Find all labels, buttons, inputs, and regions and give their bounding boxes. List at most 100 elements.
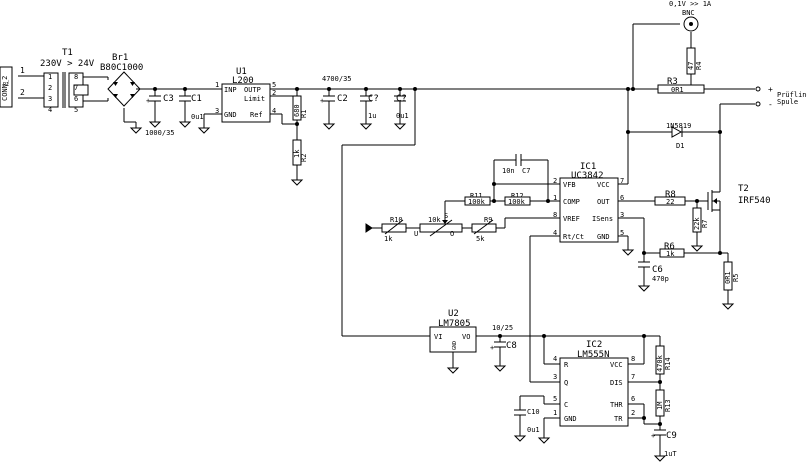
wires: [18, 23, 755, 450]
ic2-gnd: GND: [564, 415, 577, 423]
ic2-p8: 8: [631, 355, 635, 363]
t2-value: IRF540: [738, 196, 771, 206]
ic2-p1: 1: [553, 409, 557, 417]
br1-value: B80C1000: [100, 63, 143, 73]
c3-plus: +: [146, 97, 150, 105]
t1-p1: 1: [48, 73, 52, 81]
ic1-p8: 8: [553, 211, 557, 219]
capacitor-c1: C1 0u1: [179, 94, 204, 121]
r1-ref: R1: [300, 110, 308, 118]
c9-plus: +: [651, 432, 655, 440]
u1-inp: INP: [224, 86, 237, 94]
out-minus: -: [768, 100, 773, 109]
bnc-connector: 0,1V >> 1A BNC: [669, 0, 712, 32]
r8-value: 22: [666, 198, 674, 206]
ic1-p3: 3: [620, 211, 624, 219]
ic1-out: OUT: [597, 198, 610, 206]
resistor-r14: 470k R14: [655, 345, 672, 375]
ic1-value: UC3842: [571, 171, 604, 181]
ic1-ref: IC1: [580, 162, 596, 172]
r6-ref: R6: [664, 242, 675, 252]
resistor-r13: 1M R13: [655, 389, 672, 417]
r6-value: 1k: [666, 250, 675, 258]
connector-conn2: CONN_2 P1 1 2: [0, 66, 25, 108]
ic1-p1: 1: [553, 194, 557, 202]
c2-ref: C2: [337, 94, 348, 104]
pot-s: S: [444, 212, 448, 220]
r10-value: 1k: [384, 235, 393, 243]
output-terminals: + - Prüfling Spule: [755, 85, 807, 109]
r5-ref: R5: [732, 274, 740, 282]
regulator-u2: U2 LM7805 VI VO GND: [429, 309, 477, 353]
t1-p3: 3: [48, 95, 52, 103]
resistor-r9: R9 5k: [471, 216, 497, 243]
t1-p2: 2: [48, 84, 52, 92]
u1-outp: OUTP: [244, 86, 261, 94]
r12-value: 100k: [508, 198, 526, 206]
capacitor-c3: + C3 1000/35: [145, 94, 175, 137]
r4-value: 47: [687, 62, 695, 70]
c10-ref: C10: [527, 408, 540, 416]
ic1-p7: 7: [620, 177, 624, 185]
u2-vo: VO: [462, 333, 470, 341]
r3-ref: R3: [667, 77, 678, 87]
r10-ref: R10: [390, 216, 403, 224]
pot-o: O: [450, 230, 454, 238]
t1-value: 230V > 24V: [40, 59, 95, 69]
r14-value: 470k: [656, 354, 664, 372]
u1-ref: U1: [236, 67, 247, 77]
resistor-r1: R1 680: [292, 95, 308, 121]
t2-ref: T2: [738, 184, 749, 194]
ic2-dis: DIS: [610, 379, 623, 387]
ic2-r: R: [564, 361, 569, 369]
pot-value: 10k: [428, 216, 441, 224]
r11-value: 100k: [468, 198, 486, 206]
ic2-ref: IC2: [586, 340, 602, 350]
junctions: [153, 87, 722, 426]
u1-limit: Limit: [244, 95, 265, 103]
out-plus: +: [768, 85, 773, 94]
r5-value: 0R1: [724, 271, 732, 284]
c10-value: 0u1: [527, 426, 540, 434]
c7a-value: 1u: [368, 112, 376, 120]
r2-ref: R2: [300, 154, 308, 162]
resistor-r4: 47 R4: [686, 47, 703, 75]
ic1-vref: VREF: [563, 215, 580, 223]
r3-value: 0R1: [671, 86, 684, 94]
c7b-ref: C?: [396, 94, 407, 104]
r13-ref: R13: [664, 399, 672, 412]
r7-ref: R7: [701, 220, 709, 228]
regulator-u1: U1 L200 INP OUTP Limit GND Ref 1 5 2 3 4: [215, 67, 276, 123]
r9-ref: R9: [484, 216, 492, 224]
ic1-p4: 4: [553, 229, 557, 237]
c6-value: 470p: [652, 275, 669, 283]
u2-vi: VI: [434, 333, 442, 341]
d1-value: 1N5819: [666, 122, 691, 130]
u1-refpin: Ref: [250, 111, 263, 119]
ic2-tr: TR: [614, 415, 623, 423]
u2-gnd: GND: [452, 341, 458, 350]
out-label2: Spule: [777, 98, 798, 106]
c9-ref: C9: [666, 431, 677, 441]
ic1-gnd: GND: [597, 233, 610, 241]
c8-value: 10/25: [492, 324, 513, 332]
ic2-vcc: VCC: [610, 361, 623, 369]
bridge-rectifier-br1: Br1 B80C1000: [100, 53, 143, 107]
capacitor-c7a: C? 1u: [360, 94, 379, 120]
c9-value: 1uT: [664, 450, 677, 458]
ic1-p6: 6: [620, 194, 624, 202]
conn-pin2: 2: [20, 88, 25, 97]
ic2-p5: 5: [553, 395, 557, 403]
c7a-ref: C?: [368, 94, 379, 104]
ic2-q: Q: [564, 379, 568, 387]
ic2-c: C: [564, 401, 568, 409]
resistor-r6: R6 1k: [659, 242, 685, 258]
r13-value: 1M: [656, 402, 664, 410]
u1-p1: 1: [215, 81, 219, 89]
diode-d1: 1N5819 D1: [666, 122, 691, 150]
u1-p4: 4: [272, 107, 276, 115]
u2-ref: U2: [448, 309, 459, 319]
r14-ref: R14: [664, 357, 672, 370]
resistor-r5: 0R1 R5: [723, 261, 740, 291]
c2-plus: +: [320, 97, 324, 105]
